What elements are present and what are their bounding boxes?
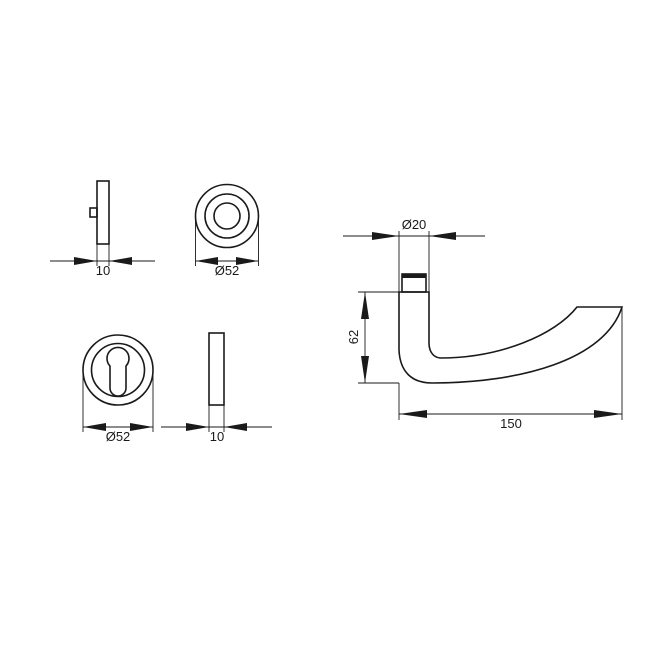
lever-handle-view: Ø20 62 150: [343, 217, 624, 431]
handle-length-label: 150: [500, 416, 522, 431]
escutcheon-front-view: Ø52: [82, 334, 154, 444]
handle-height-label: 62: [346, 330, 361, 344]
escutcheon-thickness-label: 10: [210, 429, 224, 444]
rose-thickness-label: 10: [96, 263, 110, 278]
rose-front-view: Ø52: [194, 183, 260, 278]
rose-diameter-label: Ø52: [215, 263, 240, 278]
escutcheon-side-view: 10: [161, 332, 272, 444]
rose-side-view: 10: [50, 180, 155, 278]
escutcheon-diameter-label: Ø52: [106, 429, 131, 444]
spindle-diameter-label: Ø20: [402, 217, 427, 232]
